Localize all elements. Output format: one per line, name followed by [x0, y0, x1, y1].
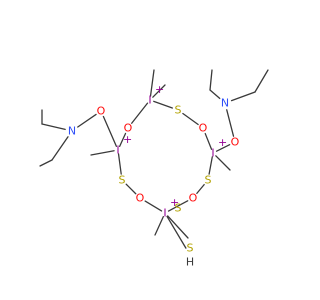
charge-label: +	[170, 196, 179, 209]
atom-i-label: I	[211, 147, 214, 160]
atom-i-label: I	[116, 144, 119, 157]
bonds	[39, 69, 269, 249]
atom-n-label: N	[221, 97, 229, 110]
bond-a4-c5	[152, 84, 166, 98]
bond-a3-a4	[131, 102, 149, 124]
bond-a6-a9	[204, 132, 213, 150]
bond-c7-c8	[209, 69, 213, 91]
bond-a16-a17	[166, 215, 187, 249]
atom-i-label: I	[163, 207, 166, 220]
bond-a2-a12	[102, 115, 118, 147]
atom-s-label: S	[205, 174, 212, 187]
atom-o-label: O	[136, 192, 145, 205]
bond-a7-c7	[209, 89, 221, 100]
atom-s-label: S	[187, 242, 194, 255]
atom-o-label: O	[124, 122, 133, 135]
bond-a7-c9	[230, 91, 256, 102]
bond-a12-c12	[90, 150, 115, 156]
bond-a4-c6	[149, 69, 155, 97]
atom-n-label: N	[68, 125, 76, 138]
bond-a11-a12	[117, 153, 122, 175]
bond-a12-a3	[119, 132, 127, 148]
bond-a9-a10	[208, 156, 213, 175]
charge-label: +	[123, 133, 132, 146]
atom-o-label: O	[97, 105, 106, 118]
bond-a9-c11	[215, 155, 231, 171]
atom-s-label: S	[175, 104, 182, 117]
atom-h-label: H	[186, 256, 194, 269]
bond-c9-c10	[254, 69, 269, 93]
atom-o-label: O	[199, 122, 208, 135]
bond-a8-a7	[226, 109, 235, 137]
bond-a16-a13	[144, 200, 163, 212]
bond-c3-c4	[39, 159, 53, 167]
bond-a1-c3	[51, 136, 69, 161]
atom-s-label: S	[119, 174, 126, 187]
bond-a4-a5	[153, 100, 173, 109]
bond-a9-a8	[215, 144, 231, 152]
charge-label: +	[218, 136, 227, 149]
bond-a16-c13	[154, 215, 164, 236]
atom-o-label: O	[231, 136, 240, 149]
bond-a10-a15	[196, 183, 205, 195]
bond-a5-a6	[182, 112, 199, 126]
atom-s-label: S	[175, 202, 182, 215]
bond-a15-a16	[167, 200, 189, 212]
bond-a16-c14	[167, 215, 189, 239]
bond-a1-c1	[41, 123, 66, 131]
atom-i-label: I	[148, 94, 151, 107]
bond-a13-a11	[125, 183, 137, 195]
atom-o-label: O	[189, 192, 198, 205]
bond-a1-a2	[77, 113, 97, 128]
charge-label: +	[155, 83, 164, 96]
